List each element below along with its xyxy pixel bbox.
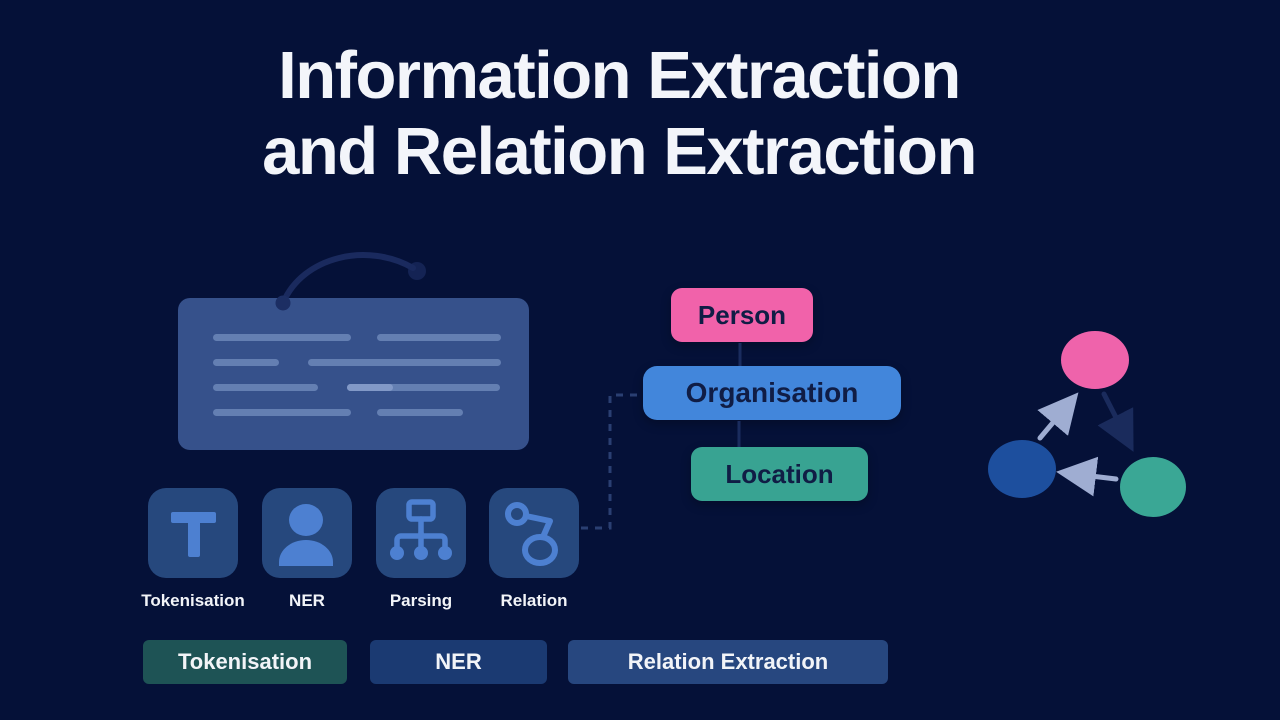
text-line-bar [347, 384, 500, 391]
edge-organisation-to-person [1037, 392, 1079, 441]
tokenisation-tile-label: Tokenisation [141, 591, 245, 610]
text-line-bar [213, 334, 351, 341]
document-card [178, 298, 529, 450]
text-line-bar [347, 384, 393, 391]
tokenisation-tile [148, 488, 238, 578]
graph-organisation-node [988, 440, 1056, 498]
person-chip: Person [671, 288, 813, 342]
tree-icon [390, 499, 452, 560]
relation-tile [489, 488, 579, 578]
text-line-bar [377, 334, 501, 341]
organisation-chip-label: Organisation [685, 377, 859, 408]
edge-location-to-organisation [1056, 456, 1119, 497]
person-icon [279, 504, 333, 566]
location-chip: Location [691, 447, 868, 501]
relation-tile-label: Relation [500, 591, 568, 610]
ner-tile [262, 488, 352, 578]
tokenisation-stage-label: Tokenisation [177, 649, 313, 674]
person-chip-label: Person [697, 299, 787, 330]
text-line-bar [213, 384, 318, 391]
relation-extraction-stage-bar: Relation Extraction [568, 640, 888, 684]
location-chip-label: Location [725, 458, 834, 489]
text-line-bar [377, 409, 463, 416]
organisation-chip: Organisation [643, 366, 901, 420]
text-line-bar [213, 409, 351, 416]
text-line-bar [213, 359, 279, 366]
parsing-tile [376, 488, 466, 578]
graph-person-node [1061, 331, 1129, 389]
title-line-2: and Relation Extraction [262, 113, 977, 189]
relation-to-organisation-dashed-connector [581, 393, 642, 530]
arc-end-dot [408, 262, 426, 280]
title-line-1: Information Extraction [278, 38, 961, 113]
ner-stage-label: NER [435, 649, 482, 674]
page-title: Information Extraction and Relation Extr… [0, 38, 1238, 189]
parsing-tile-label: Parsing [389, 591, 453, 610]
ner-tile-label: NER [289, 591, 325, 610]
text-line-bar [308, 359, 501, 366]
graph-location-node [1120, 457, 1186, 517]
edge-person-to-location [1097, 391, 1134, 452]
ner-stage-bar: NER [370, 640, 547, 684]
letter-t-icon [171, 512, 216, 557]
document-arc [280, 252, 416, 306]
tokenisation-stage-bar: Tokenisation [143, 640, 347, 684]
relation-icon [505, 502, 558, 566]
relation-extraction-stage-label: Relation Extraction [627, 649, 829, 674]
